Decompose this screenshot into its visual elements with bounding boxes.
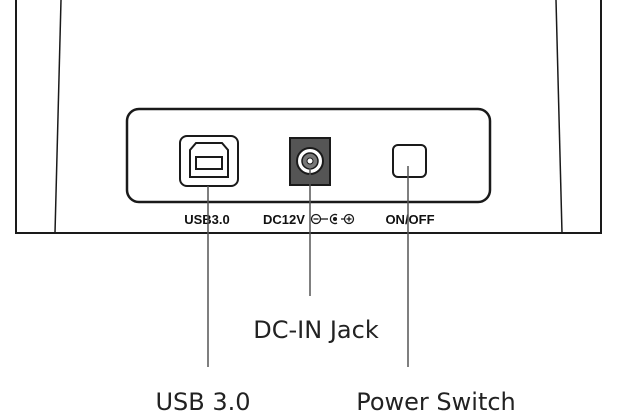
device-outline [15,0,602,234]
power-panel-label: ON/OFF [385,212,434,227]
usb-port [179,135,239,187]
power-switch [392,144,427,178]
dc-jack [289,137,331,186]
usb-callout: USB 3.0 [155,388,250,416]
device-body [15,0,602,234]
power-callout: Power Switch [356,388,516,416]
usb-panel-label: USB3.0 [184,212,230,227]
device-right-edge [555,0,563,234]
dc-polarity-icon [310,213,355,225]
leader-lines [207,166,409,367]
device-left-edge [54,0,62,234]
dc-in-callout: DC-IN Jack [253,316,379,344]
dc-panel-label: DC12V [263,212,305,227]
